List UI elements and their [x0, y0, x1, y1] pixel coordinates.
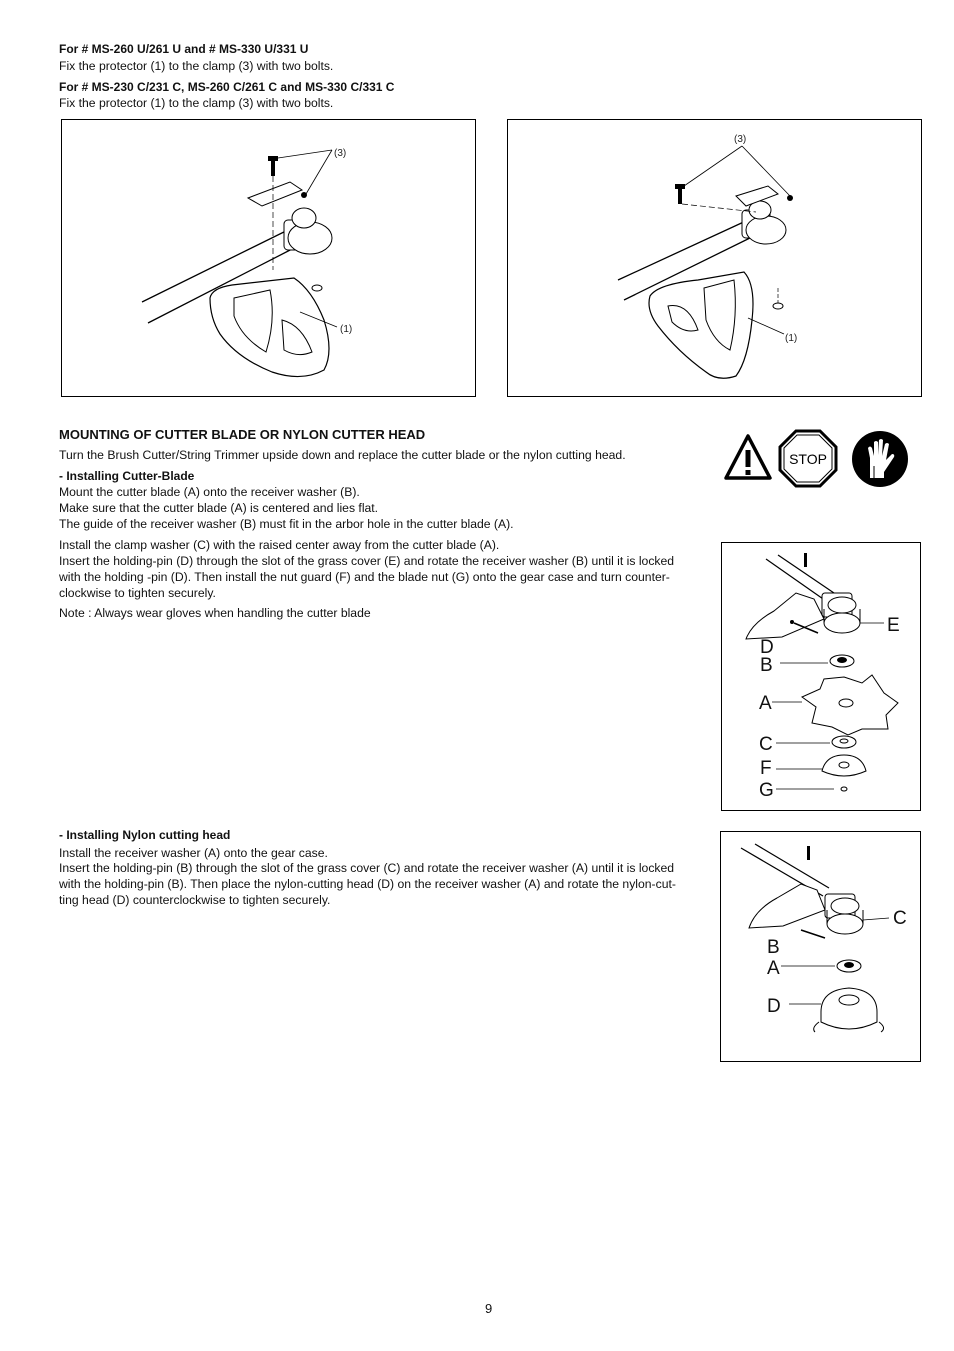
- page-number: 9: [485, 1301, 493, 1316]
- blade-subtitle: - Installing Cutter-Blade: [59, 469, 195, 483]
- nylon-head-illustration: C B A D: [740, 843, 907, 1033]
- blade-label-d: D: [760, 637, 774, 658]
- nylon-label-a: A: [767, 958, 780, 979]
- mounting-intro: Turn the Brush Cutter/String Trimmer ups…: [59, 448, 626, 462]
- safety-icons: STOP: [724, 428, 914, 490]
- blade-line-6: with the holding -pin (D). Then install …: [59, 570, 670, 584]
- protector-u-illustration: (3) (1): [141, 148, 352, 378]
- nylon-label-c: C: [893, 908, 907, 929]
- c-models-header: For # MS-230 C/231 C, MS-260 C/261 C and…: [59, 80, 395, 94]
- stop-sign-icon: STOP: [778, 429, 838, 488]
- protector-c-illustration: (3) (1): [617, 134, 797, 379]
- blade-line-7: clockwise to tighten securely.: [59, 586, 216, 600]
- blade-line-4: Install the clamp washer (C) with the ra…: [59, 538, 500, 552]
- protector-callout-left: (1): [340, 324, 352, 335]
- nylon-subtitle: - Installing Nylon cutting head: [59, 828, 231, 842]
- blade-label-b: B: [760, 655, 773, 676]
- clamp-callout-right: (3): [734, 134, 746, 145]
- nylon-line-1: Install the receiver washer (A) onto the…: [59, 846, 328, 860]
- nylon-line-2: Insert the holding-pin (B) through the s…: [59, 861, 675, 875]
- blade-label-g: G: [759, 780, 774, 801]
- protector-figure-u: (3) (1): [61, 119, 476, 397]
- nylon-label-d: D: [767, 996, 781, 1017]
- protector-callout-right: (1): [785, 333, 797, 344]
- u-models-text: Fix the protector (1) to the clamp (3) w…: [59, 59, 334, 73]
- nylon-line-3: with the holding-pin (B). Then place the…: [59, 877, 676, 891]
- blade-line-5: Insert the holding-pin (D) through the s…: [59, 554, 675, 568]
- stop-sign-label: STOP: [789, 451, 827, 467]
- cutter-blade-illustration: E D B A C F G: [745, 553, 900, 801]
- blade-label-a: A: [759, 693, 772, 714]
- blade-line-1: Mount the cutter blade (A) onto the rece…: [59, 485, 360, 499]
- blade-label-c: C: [759, 734, 773, 755]
- blade-line-2: Make sure that the cutter blade (A) is c…: [59, 501, 379, 515]
- protector-figure-c: (3) (1): [507, 119, 922, 397]
- u-models-header: For # MS-260 U/261 U and # MS-330 U/331 …: [59, 42, 309, 56]
- blade-line-3: The guide of the receiver washer (B) mus…: [59, 517, 514, 531]
- blade-label-e: E: [887, 615, 900, 636]
- warning-triangle-icon: [724, 434, 772, 480]
- nylon-line-4: ting head (D) counterclockwise to tighte…: [59, 893, 331, 907]
- c-models-text: Fix the protector (1) to the clamp (3) w…: [59, 96, 334, 110]
- mounting-title: MOUNTING OF CUTTER BLADE OR NYLON CUTTER…: [59, 427, 426, 442]
- nylon-head-figure: C B A D: [720, 831, 921, 1062]
- nylon-label-b: B: [767, 937, 780, 958]
- clamp-callout-left: (3): [334, 148, 346, 159]
- gloves-icon: [852, 431, 908, 487]
- cutter-blade-figure: E D B A C F G: [721, 542, 921, 811]
- blade-label-f: F: [760, 758, 772, 779]
- blade-note: Note : Always wear gloves when handling …: [59, 606, 371, 620]
